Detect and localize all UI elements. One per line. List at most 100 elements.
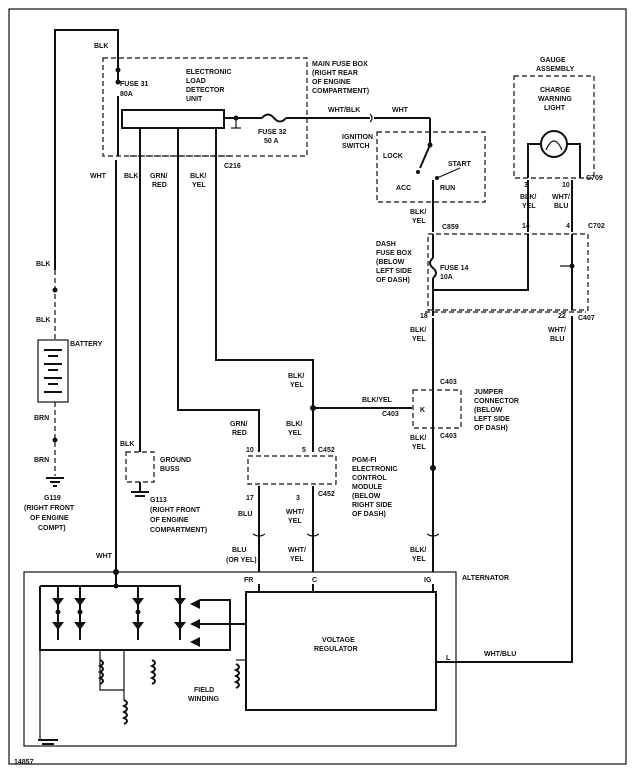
ground-buss-box	[125, 451, 155, 483]
connector-c702: C702	[588, 223, 605, 230]
ign-start: START	[448, 161, 472, 168]
pin-18: 18	[420, 313, 428, 320]
lamp-lead-left	[527, 143, 541, 178]
lamp-filament	[545, 140, 563, 151]
fuse32-rating: 50 A	[264, 138, 279, 145]
splice-dot	[52, 287, 58, 293]
wire-label-blu-alt-1: BLU	[232, 547, 246, 554]
ign-acc: ACC	[396, 185, 411, 192]
stator-winding	[97, 659, 104, 685]
main-fuse-box-label-4: COMPARTMENT)	[312, 88, 369, 95]
g119-label-3: OF ENGINE	[30, 515, 69, 522]
wire-label-blu-17: BLU	[238, 511, 252, 518]
vreg-label-2: REGULATOR	[314, 646, 358, 653]
wire-label-blk-yel1-2: YEL	[192, 182, 206, 189]
connector-c452a: C452	[318, 447, 335, 454]
field-label-2: WINDING	[188, 696, 220, 703]
wire-label-blk-yel1-1: BLK/	[190, 173, 206, 180]
fuse14-symbol	[429, 257, 437, 279]
fuse14-to-gauge	[432, 234, 529, 291]
wire-label-brn2: BRN	[34, 457, 49, 464]
alt-ground-lead	[39, 650, 48, 741]
pin-17-pgm: 17	[246, 495, 254, 502]
terminal-fr: FR	[244, 577, 253, 584]
wire-label-blk-yel-alt-2: YEL	[412, 556, 426, 563]
blk-yel-wire	[215, 160, 314, 452]
b-terminal-dot	[113, 569, 119, 575]
connector-c403b: C403	[382, 411, 399, 418]
ign-lock: LOCK	[383, 153, 403, 160]
wire-label-blk-yel-ign-1: BLK/	[410, 209, 426, 216]
g119-label-4: COMPT)	[38, 525, 66, 532]
g113-label-1: G113	[150, 497, 167, 504]
diode-symbols-upper	[52, 598, 186, 606]
jumper-label-3: (BELOW	[474, 407, 503, 414]
wire-label-brn1: BRN	[34, 415, 49, 422]
wire-label-wht-yel-3-1: WHT/	[286, 509, 304, 516]
pgm-label-6: RIGHT SIDE	[352, 502, 392, 509]
wire-label-wht-blu-22-2: BLU	[550, 336, 564, 343]
wire-label-blk-yel-jb-2: YEL	[412, 444, 426, 451]
eld-label-3: DETECTOR	[186, 87, 224, 94]
wire-label-blk1: BLK	[124, 173, 138, 180]
splice-dot	[135, 609, 141, 615]
charge-light-label-1: CHARGE	[540, 87, 571, 94]
wire-label-wht-top: WHT	[392, 107, 409, 114]
jumper-label-2: CONNECTOR	[474, 398, 519, 405]
eld-label-1: ELECTRONIC	[186, 69, 232, 76]
jumper-label-1: JUMPER	[474, 389, 503, 396]
pin-22: 22	[558, 313, 566, 320]
g119-label-1: G119	[44, 495, 61, 502]
pgm-label-7: OF DASH)	[352, 511, 386, 518]
connector-c403a: C403	[440, 379, 457, 386]
terminal-ig: IG	[424, 577, 432, 584]
main-fuse-box-label-2: (RIGHT REAR	[312, 70, 358, 77]
wire-label-wht-blu-22-1: WHT/	[548, 327, 566, 334]
wire-label-wht-left: WHT	[90, 173, 107, 180]
charge-light-label-3: LIGHT	[544, 105, 566, 112]
dash-fuse-label-4: LEFT SIDE	[376, 268, 412, 275]
outer-frame	[8, 8, 627, 765]
connector-symbol	[369, 113, 373, 123]
grn-red-wire	[177, 160, 260, 452]
blk-feed-wire	[54, 29, 119, 270]
splice-dot	[52, 437, 58, 443]
dash-fuse-box	[427, 233, 589, 311]
splice-dot	[115, 67, 121, 73]
g113-label-2: (RIGHT FRONT	[150, 507, 201, 514]
vreg-label-1: VOLTAGE	[322, 637, 355, 644]
stator-winding	[121, 699, 128, 725]
fuse31-rating: 80A	[120, 91, 133, 98]
ign-run: RUN	[440, 185, 455, 192]
eld-label-2: LOAD	[186, 78, 206, 85]
splice-dot	[115, 79, 121, 85]
jumper-label-5: OF DASH)	[474, 425, 508, 432]
gauge-label-1: GAUGE	[540, 57, 566, 64]
main-fuse-box-label-3: OF ENGINE	[312, 79, 351, 86]
wire-label-blk-yel-jb-1: BLK/	[410, 435, 426, 442]
wire-label-blk-bat2: BLK	[36, 317, 50, 324]
wire-label-blk-bat1: BLK	[36, 261, 50, 268]
stator-winding	[149, 659, 156, 685]
battery-body	[37, 339, 69, 403]
field-winding	[233, 663, 240, 689]
wire-label-wht-alt: WHT	[96, 553, 113, 560]
voltage-regulator	[245, 591, 437, 711]
ground-buss-label-2: BUSS	[160, 466, 180, 473]
wire-label-blk-top: BLK	[94, 43, 108, 50]
pgm-label-2: ELECTRONIC	[352, 466, 398, 473]
wire-label-blk-yel-18-2: YEL	[412, 336, 426, 343]
wire-label-blk-yel-jc: BLK/YEL	[362, 397, 393, 404]
wire-label-blk-yel-alt-1: BLK/	[410, 547, 426, 554]
ignition-label-2: SWITCH	[342, 143, 370, 150]
connector-c859: C859	[442, 224, 459, 231]
alternator-box	[23, 571, 457, 747]
connector-c403c: C403	[440, 433, 457, 440]
rectifier-bus	[39, 586, 231, 651]
wire-label-blk-yel-18-1: BLK/	[410, 327, 426, 334]
wire-label-grn-red-2: RED	[152, 182, 167, 189]
eld-label-4: UNIT	[186, 96, 203, 103]
fuse14-rating: 10A	[440, 274, 453, 281]
figure-id: 14857	[14, 759, 34, 766]
